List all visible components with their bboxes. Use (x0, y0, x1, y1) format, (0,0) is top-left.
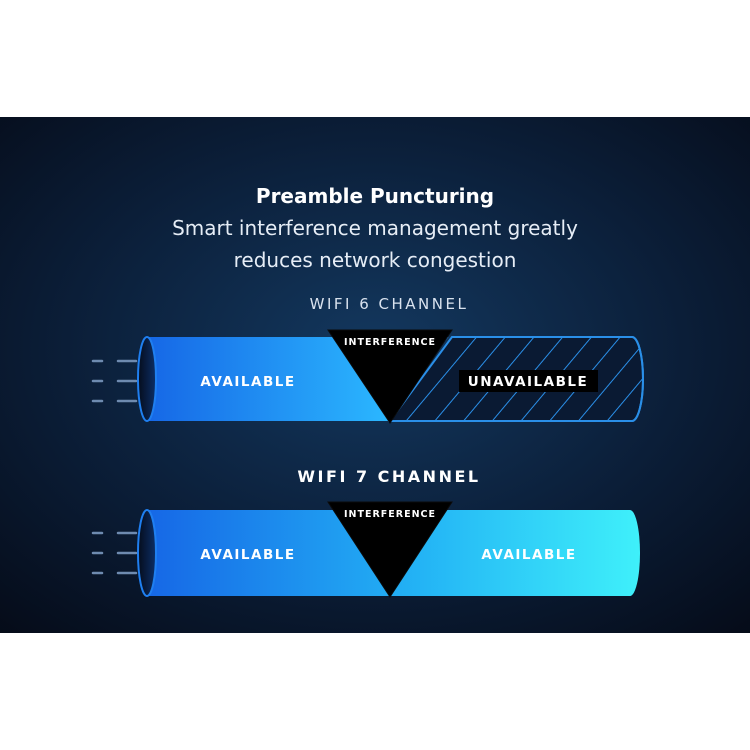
wifi7-left-label: AVAILABLE (200, 547, 295, 563)
wifi7-interference-label: INTERFERENCE (344, 509, 436, 520)
infographic-panel: Preamble Puncturing Smart interference m… (0, 117, 750, 633)
wifi6-heading: WIFI 6 CHANNEL (310, 295, 469, 313)
wifi6-right-label: UNAVAILABLE (468, 374, 588, 390)
wifi6-unavailable-label-bg (459, 370, 598, 392)
wifi6-interference-label: INTERFERENCE (344, 337, 436, 348)
diagram-title: Preamble Puncturing (256, 184, 494, 208)
wifi7-channel-tube (91, 501, 640, 598)
subtitle-line-2: reduces network congestion (234, 248, 517, 272)
wifi6-interference-wedge (327, 329, 453, 424)
wifi6-tube-opening (137, 336, 157, 422)
wifi7-interference-wedge (327, 501, 453, 598)
subtitle-line-1: Smart interference management greatly (172, 216, 578, 240)
wifi6-channel-tube (91, 329, 644, 424)
wifi6-left-label: AVAILABLE (200, 374, 295, 390)
wifi7-heading: WIFI 7 CHANNEL (297, 467, 480, 486)
wifi6-available-segment (147, 337, 390, 421)
wifi7-tube-opening (137, 509, 157, 597)
wifi7-right-label: AVAILABLE (481, 547, 576, 563)
